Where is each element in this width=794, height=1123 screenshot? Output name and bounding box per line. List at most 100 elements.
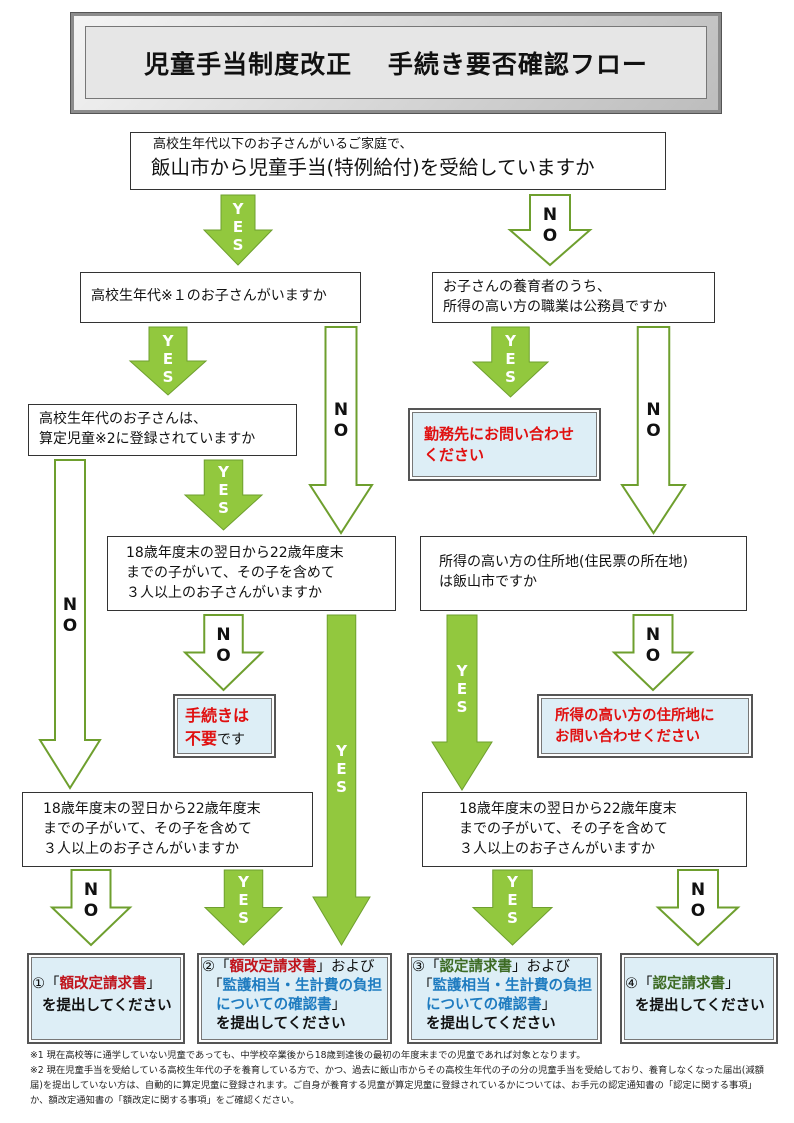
result-4-number: ④「 <box>625 976 653 992</box>
yes-label: YES <box>162 332 174 386</box>
question-6-box: 所得の高い方の住所地(住民票の所在地) は飯山市ですか <box>420 536 747 611</box>
no-arrow <box>611 614 695 692</box>
result-3-box: ③「認定請求書」および 「監護相当・生計費の負担 についての確認書」 を提出して… <box>407 953 602 1044</box>
result-4-instruction: を提出してください <box>635 998 765 1014</box>
result-2-box: ②「額改定請求書」および 「監護相当・生計費の負担 についての確認書」 を提出し… <box>197 953 392 1044</box>
result-2-document: 額改定請求書 <box>229 959 317 975</box>
no-arrow <box>182 614 265 692</box>
contact-address-box: 所得の高い方の住所地に お問い合わせください <box>537 694 753 758</box>
yes-label: YES <box>218 463 229 517</box>
yes-label: YES <box>507 873 518 927</box>
footnote-2: ※2 現在児童手当を受給している高校生年代の子を養育している方で、かつ、過去に飯… <box>30 1065 764 1106</box>
yes-label: YES <box>456 662 468 716</box>
question-8-line: までの子がいて、その子を含めて <box>459 821 668 837</box>
question-8-box: 18歳年度末の翌日から22歳年度末 までの子がいて、その子を含めて ３人以上のお… <box>422 792 747 867</box>
question-8-line: 18歳年度末の翌日から22歳年度末 <box>459 801 677 817</box>
question-2-box: 高校生年代※１のお子さんがいますか <box>80 272 361 323</box>
contact-employer-box: 勤務先にお問い合わせ ください <box>408 408 601 481</box>
yes-arrow <box>183 459 264 531</box>
result-3-document: 認定請求書 <box>439 959 513 975</box>
result-2-instruction: を提出してください <box>216 1016 346 1032</box>
result-1-bracket: 」 <box>146 976 162 992</box>
yes-label: YES <box>336 742 347 796</box>
yes-arrow <box>312 614 371 946</box>
question-5-box: お子さんの養育者のうち、 所得の高い方の職業は公務員ですか <box>432 272 715 323</box>
footnotes: ※1 現在高校等に通学していない児童であっても、中学校卒業後から18歳到達後の最… <box>30 1048 770 1108</box>
no-arrow <box>620 326 687 535</box>
result-1-instruction: を提出してください <box>42 998 172 1014</box>
no-procedure-emphasis: 不要 <box>185 729 218 748</box>
contact-address-line: お問い合わせください <box>555 729 700 745</box>
question-3-box: 高校生年代のお子さんは、 算定児童※2に登録されていますか <box>28 404 297 456</box>
no-label: NO <box>646 400 661 441</box>
footnote-1: ※1 現在高校等に通学していない児童であっても、中学校卒業後から18歳到達後の最… <box>30 1050 586 1061</box>
no-arrow <box>38 459 102 790</box>
question-4-line: までの子がいて、その子を含めて <box>126 565 335 581</box>
no-label: NO <box>645 625 661 666</box>
result-2-document-2b: についての確認書 <box>216 997 332 1013</box>
result-3-bracket: 」 <box>541 997 557 1013</box>
result-4-bracket: 」 <box>725 976 740 992</box>
result-2-number: ②「 <box>202 959 230 975</box>
contact-address-line: 所得の高い方の住所地に <box>555 708 715 724</box>
no-arrow <box>655 869 741 947</box>
result-4-document: 認定請求書 <box>652 976 726 992</box>
result-4-box: ④「認定請求書」 を提出してください <box>620 953 778 1044</box>
yes-arrow <box>471 869 554 946</box>
result-3-and: 」および <box>512 959 570 975</box>
no-arrow <box>507 194 593 267</box>
result-3-instruction: を提出してください <box>426 1016 556 1032</box>
no-label: NO <box>62 595 78 636</box>
contact-employer-line: ください <box>424 446 485 464</box>
result-2-document-2: 監護相当・生計費の負担 <box>222 978 383 994</box>
question-5-line: 所得の高い方の職業は公務員ですか <box>443 299 667 315</box>
question-5-line: お子さんの養育者のうち、 <box>443 279 611 295</box>
yes-arrow <box>431 614 493 791</box>
no-label: NO <box>83 880 99 921</box>
no-label: NO <box>690 880 706 921</box>
question-7-box: 18歳年度末の翌日から22歳年度末 までの子がいて、その子を含めて ３人以上のお… <box>22 792 313 867</box>
question-4-box: 18歳年度末の翌日から22歳年度末 までの子がいて、その子を含めて ３人以上のお… <box>107 536 396 611</box>
question-7-line: ３人以上のお子さんがいますか <box>43 841 239 857</box>
yes-label: YES <box>505 332 516 386</box>
question-8-line: ３人以上のお子さんがいますか <box>459 841 655 857</box>
question-6-line: 所得の高い方の住所地(住民票の所在地) <box>439 554 688 570</box>
no-arrow <box>308 326 374 535</box>
question-2-text: 高校生年代※１のお子さんがいますか <box>91 288 327 304</box>
yes-arrow <box>203 869 284 946</box>
yes-arrow <box>128 326 208 396</box>
result-2-and: 」および <box>316 959 375 975</box>
no-label: NO <box>542 205 558 246</box>
yes-arrow <box>202 194 274 266</box>
question-6-line: は飯山市ですか <box>439 574 537 590</box>
result-2-bracket: 「 <box>208 978 223 994</box>
result-3-document-2: 監護相当・生計費の負担 <box>432 978 593 994</box>
contact-employer-line: 勤務先にお問い合わせ <box>424 425 575 443</box>
result-1-number: ①「 <box>32 976 60 992</box>
yes-arrow <box>471 326 550 398</box>
yes-label: YES <box>238 873 249 927</box>
no-procedure-line: 手続きは <box>185 706 250 725</box>
question-1-box: 高校生年代以下のお子さんがいるご家庭で、 飯山市から児童手当(特例給付)を受給し… <box>130 132 666 190</box>
question-1-sub: 高校生年代以下のお子さんがいるご家庭で、 <box>153 137 413 152</box>
question-1-main: 飯山市から児童手当(特例給付)を受給していますか <box>151 156 595 179</box>
question-3-line: 高校生年代のお子さんは、 <box>39 411 207 427</box>
result-1-document: 額改定請求書 <box>59 976 147 992</box>
page-title: 児童手当制度改正 手続き要否確認フロー <box>85 26 707 99</box>
question-7-line: 18歳年度末の翌日から22歳年度末 <box>43 801 261 817</box>
result-2-bracket: 」 <box>331 997 347 1013</box>
question-4-line: 18歳年度末の翌日から22歳年度末 <box>126 545 344 561</box>
no-arrow <box>49 869 133 947</box>
result-1-box: ①「額改定請求書」 を提出してください <box>27 953 185 1044</box>
no-label: NO <box>333 400 349 441</box>
question-4-line: ３人以上のお子さんがいますか <box>126 585 322 601</box>
no-procedure-box: 手続きは 不要です <box>173 694 276 758</box>
question-3-line: 算定児童※2に登録されていますか <box>39 431 256 447</box>
no-label: NO <box>216 625 231 666</box>
result-3-bracket: 「 <box>418 978 433 994</box>
yes-label: YES <box>232 200 244 254</box>
no-procedure-tail: です <box>217 732 246 748</box>
question-7-line: までの子がいて、その子を含めて <box>43 821 252 837</box>
